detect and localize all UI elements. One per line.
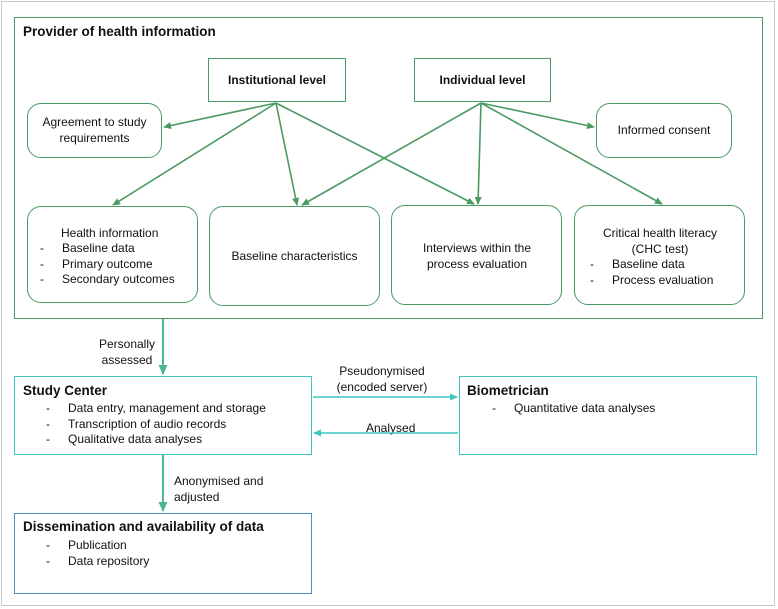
personally-assessed-label: Personally assessed: [98, 337, 156, 367]
list-item: Data entry, management and storage: [46, 401, 266, 417]
list-item: Data repository: [46, 554, 149, 570]
health-information-list: Baseline data Primary outcome Secondary …: [40, 241, 175, 288]
critical-health-literacy-heading: Critical health literacy (CHC test): [602, 226, 718, 256]
critical-health-literacy-box: [574, 205, 745, 305]
pseudonymised-label: Pseudonymised (encoded server): [336, 364, 428, 394]
list-item: Quantitative data analyses: [492, 401, 655, 417]
arrow-inst-health-info: [112, 102, 277, 206]
list-item: Primary outcome: [40, 257, 175, 273]
biometrician-list: Quantitative data analyses: [492, 401, 655, 417]
list-item: Qualitative data analyses: [46, 432, 266, 448]
anonymised-label: Anonymised and adjusted: [174, 474, 264, 504]
list-item: Process evaluation: [590, 273, 713, 289]
dissemination-box: [14, 513, 312, 594]
individual-level-label: Individual level: [439, 73, 526, 87]
study-center-box: [14, 376, 312, 455]
informed-consent-box: [596, 103, 732, 158]
biometrician-title: Biometrician: [467, 383, 549, 398]
provider-container: [14, 17, 763, 319]
institutional-level-box: [208, 58, 346, 102]
agreement-label: Agreement to study requirements: [42, 115, 147, 145]
arrow-inst-interviews: [275, 102, 475, 205]
individual-level-box: [414, 58, 551, 102]
health-information-heading: Health information: [61, 226, 159, 240]
baseline-characteristics-box: [209, 206, 380, 306]
dissemination-title: Dissemination and availability of data: [23, 519, 264, 534]
arrow-inst-baseline: [275, 102, 300, 206]
arrow-ind-interviews: [474, 102, 482, 205]
list-item: Transcription of audio records: [46, 417, 266, 433]
interviews-box: [391, 205, 562, 305]
list-item: Publication: [46, 538, 149, 554]
institutional-level-label: Institutional level: [227, 73, 326, 87]
study-center-list: Data entry, management and storage Trans…: [46, 401, 266, 448]
dissemination-list: Publication Data repository: [46, 538, 149, 569]
baseline-characteristics-label: Baseline characteristics: [231, 249, 358, 263]
list-item: Secondary outcomes: [40, 272, 175, 288]
arrow-inst-agreement: [163, 102, 277, 129]
list-item: Baseline data: [590, 257, 713, 273]
health-information-box: [27, 206, 198, 303]
interviews-label: Interviews within the process evaluation: [422, 241, 532, 271]
biometrician-box: [459, 376, 757, 455]
agreement-box: [27, 103, 162, 158]
provider-title: Provider of health information: [23, 24, 216, 39]
list-item: Baseline data: [40, 241, 175, 257]
informed-consent-label: Informed consent: [617, 123, 711, 137]
arrow-ind-baseline: [301, 102, 482, 206]
analysed-label: Analysed: [366, 421, 416, 435]
arrow-ind-consent: [480, 102, 595, 129]
arrow-ind-chl: [480, 102, 663, 205]
critical-health-literacy-list: Baseline data Process evaluation: [590, 257, 713, 288]
study-center-title: Study Center: [23, 383, 108, 398]
